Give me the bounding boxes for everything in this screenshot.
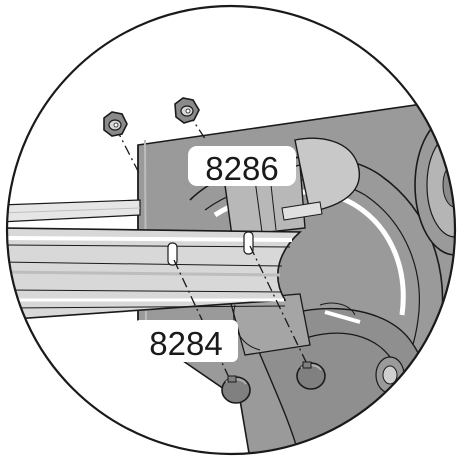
detail-circle-outline <box>5 4 457 456</box>
callout-top: 8286 <box>188 146 296 187</box>
callout-label-top: 8286 <box>205 150 278 187</box>
callout-label-bottom: 8284 <box>149 325 222 362</box>
hex-nut-icon <box>174 97 200 124</box>
bolt-head-icon <box>221 375 251 404</box>
rail-slot-left <box>167 242 178 266</box>
callout-bottom: 8284 <box>134 320 238 362</box>
hex-nut-icon <box>103 111 128 137</box>
bolt-head-icon <box>296 361 326 390</box>
